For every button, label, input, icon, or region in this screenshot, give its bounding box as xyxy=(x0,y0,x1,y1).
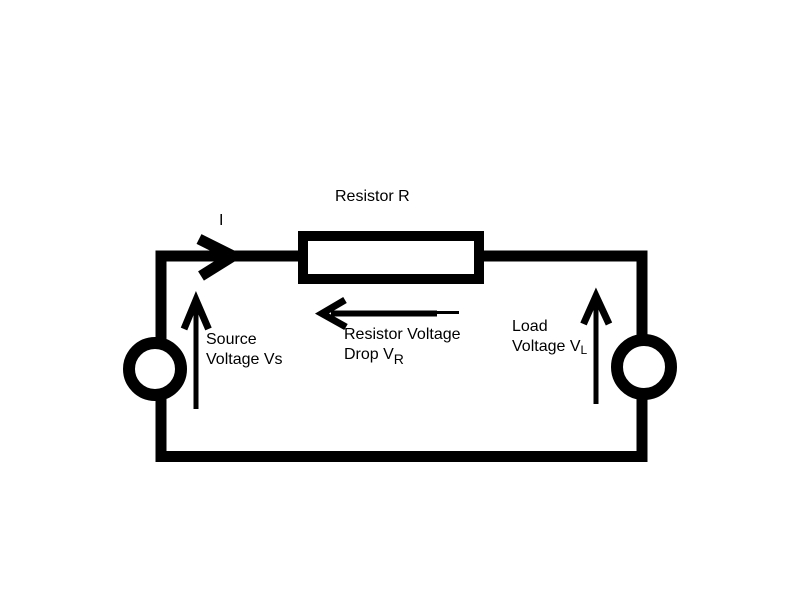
source-arrow-head xyxy=(180,291,212,331)
load-voltage-label-line1: Load xyxy=(512,318,548,335)
drop-arrow-head xyxy=(314,296,348,331)
load-circle-symbol xyxy=(611,334,677,400)
resistor-drop-subscript: R xyxy=(393,351,404,367)
load-voltage-label: Load Voltage VL xyxy=(512,317,587,360)
resistor-label: Resistor R xyxy=(335,188,410,205)
source-voltage-label-line2: Voltage Vs xyxy=(206,351,283,368)
resistor-symbol xyxy=(298,231,484,284)
current-label: I xyxy=(219,212,224,229)
load-voltage-arrow xyxy=(580,287,613,404)
current-arrow xyxy=(196,234,245,281)
resistor-drop-label: Resistor Voltage Drop VR xyxy=(344,325,461,369)
resistor-drop-label-line1: Resistor Voltage xyxy=(344,326,461,343)
load-arrow-head xyxy=(580,287,613,326)
source-circle-symbol xyxy=(123,337,187,401)
load-voltage-label-line2: Voltage VL xyxy=(512,337,587,360)
resistor-drop-label-prefix: Drop V xyxy=(344,346,394,363)
source-voltage-label-line1: Source xyxy=(206,331,257,348)
load-voltage-label-prefix: Voltage V xyxy=(512,338,581,355)
source-voltage-arrow xyxy=(180,291,212,409)
resistor-drop-arrow xyxy=(314,296,459,331)
source-voltage-label: Source Voltage Vs xyxy=(206,330,283,370)
resistor-drop-label-line2: Drop VR xyxy=(344,345,461,369)
load-voltage-subscript: L xyxy=(580,343,588,357)
